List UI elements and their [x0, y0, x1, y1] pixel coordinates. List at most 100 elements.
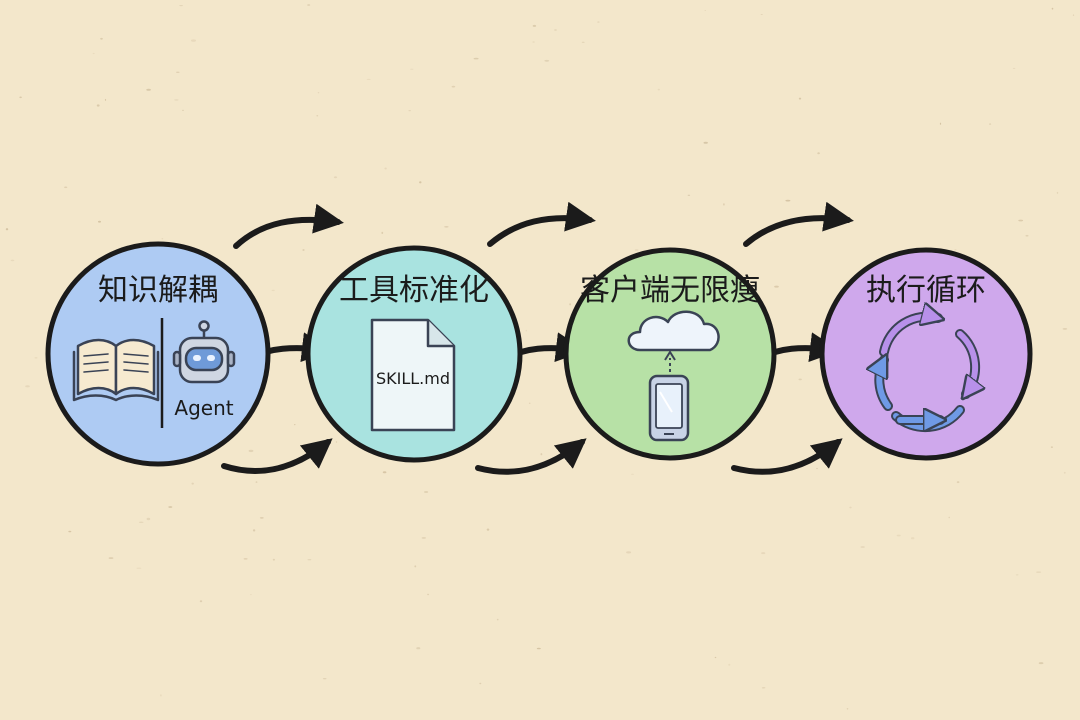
- upload-arrowhead: [664, 350, 676, 361]
- paper-speck: [896, 534, 901, 537]
- stage-tool-standardization: 工具标准化 SKILL.md: [305, 245, 523, 463]
- cloud-icon: [627, 310, 720, 352]
- arrow-top-3: [743, 201, 854, 247]
- paper-speck: [255, 481, 258, 483]
- paper-speck: [817, 152, 820, 155]
- paper-speck: [451, 85, 456, 88]
- paper-speck: [486, 528, 490, 531]
- paper-speck: [785, 199, 791, 202]
- document-icon: [370, 318, 456, 432]
- paper-speck: [248, 449, 254, 453]
- paper-speck: [597, 21, 600, 23]
- paper-speck: [728, 663, 731, 666]
- paper-speck: [849, 506, 852, 509]
- paper-speck: [5, 228, 9, 231]
- paper-speck: [333, 176, 338, 179]
- paper-speck: [798, 378, 802, 381]
- stage-thin-client: 客户端无限瘦: [563, 247, 777, 461]
- paper-speck: [421, 537, 426, 539]
- paper-speck: [252, 529, 256, 532]
- stage-circle: [563, 247, 777, 461]
- paper-speck: [525, 329, 527, 332]
- paper-speck: [528, 402, 531, 404]
- paper-speck: [630, 473, 635, 475]
- paper-speck: [687, 194, 691, 196]
- paper-speck: [272, 558, 275, 561]
- paper-speck: [176, 71, 180, 74]
- paper-speck: [723, 203, 725, 206]
- phone-icon: [648, 374, 690, 442]
- paper-speck: [19, 96, 22, 99]
- paper-speck: [271, 289, 275, 292]
- paper-speck: [473, 57, 479, 60]
- stage-title: 执行循环: [866, 273, 986, 308]
- paper-speck: [846, 708, 849, 710]
- paper-speck: [761, 552, 766, 555]
- paper-speck: [366, 78, 371, 80]
- stage-title: 工具标准化: [339, 273, 489, 308]
- paper-speck: [317, 92, 320, 94]
- paper-speck: [1036, 571, 1042, 573]
- paper-speck: [956, 481, 960, 484]
- arrow-bottom-3: [731, 438, 843, 475]
- paper-speck: [146, 88, 151, 91]
- paper-speck: [1012, 67, 1016, 69]
- paper-speck: [191, 482, 194, 485]
- paper-speck: [544, 59, 550, 62]
- paper-speck: [536, 647, 541, 650]
- paper-speck: [479, 682, 482, 685]
- stage-knowledge-decoupling: 知识解耦: [45, 241, 271, 467]
- stage-title: 客户端无限瘦: [580, 273, 760, 308]
- paper-speck: [98, 220, 101, 223]
- paper-speck: [444, 226, 449, 228]
- paper-speck: [100, 37, 103, 40]
- paper-speck: [108, 557, 114, 559]
- paper-speck: [10, 259, 15, 262]
- paper-speck: [174, 99, 179, 101]
- paper-speck: [179, 5, 183, 7]
- paper-speck: [316, 115, 319, 117]
- paper-speck: [798, 97, 802, 100]
- paper-speck: [416, 647, 421, 650]
- paper-speck: [168, 506, 173, 508]
- paper-speck: [554, 29, 557, 31]
- paper-speck: [104, 98, 107, 101]
- stage-circle: [819, 247, 1033, 461]
- paper-speck: [704, 10, 706, 11]
- paper-speck: [381, 231, 384, 234]
- document-label: SKILL.md: [376, 369, 450, 388]
- paper-speck: [322, 678, 327, 680]
- paper-speck: [816, 467, 818, 470]
- paper-speck: [569, 303, 571, 306]
- paper-speck: [1063, 471, 1066, 474]
- paper-speck: [989, 123, 992, 125]
- paper-speck: [161, 238, 164, 240]
- paper-speck: [1062, 328, 1068, 330]
- paper-speck: [760, 14, 763, 15]
- paper-speck: [939, 122, 942, 125]
- paper-speck: [774, 285, 779, 288]
- arrow-top-2: [487, 201, 596, 247]
- paper-speck: [294, 424, 296, 426]
- paper-speck: [540, 453, 543, 456]
- robot-icon: [172, 320, 236, 384]
- paper-speck: [160, 694, 162, 697]
- paper-speck: [191, 39, 196, 42]
- paper-speck: [259, 517, 264, 519]
- paper-speck: [419, 181, 422, 184]
- paper-speck: [532, 24, 537, 27]
- paper-speck: [382, 471, 387, 474]
- paper-speck: [146, 517, 151, 521]
- paper-speck: [136, 567, 142, 569]
- paper-speck: [424, 491, 429, 493]
- paper-speck: [243, 558, 248, 560]
- paper-speck: [307, 559, 312, 561]
- paper-speck: [307, 4, 311, 6]
- paper-speck: [954, 249, 957, 251]
- paper-speck: [1056, 191, 1059, 194]
- paper-speck: [199, 600, 203, 603]
- paper-speck: [948, 516, 950, 519]
- arrow-bottom-2: [475, 438, 587, 475]
- stage-execution-loop: 执行循环: [819, 247, 1033, 461]
